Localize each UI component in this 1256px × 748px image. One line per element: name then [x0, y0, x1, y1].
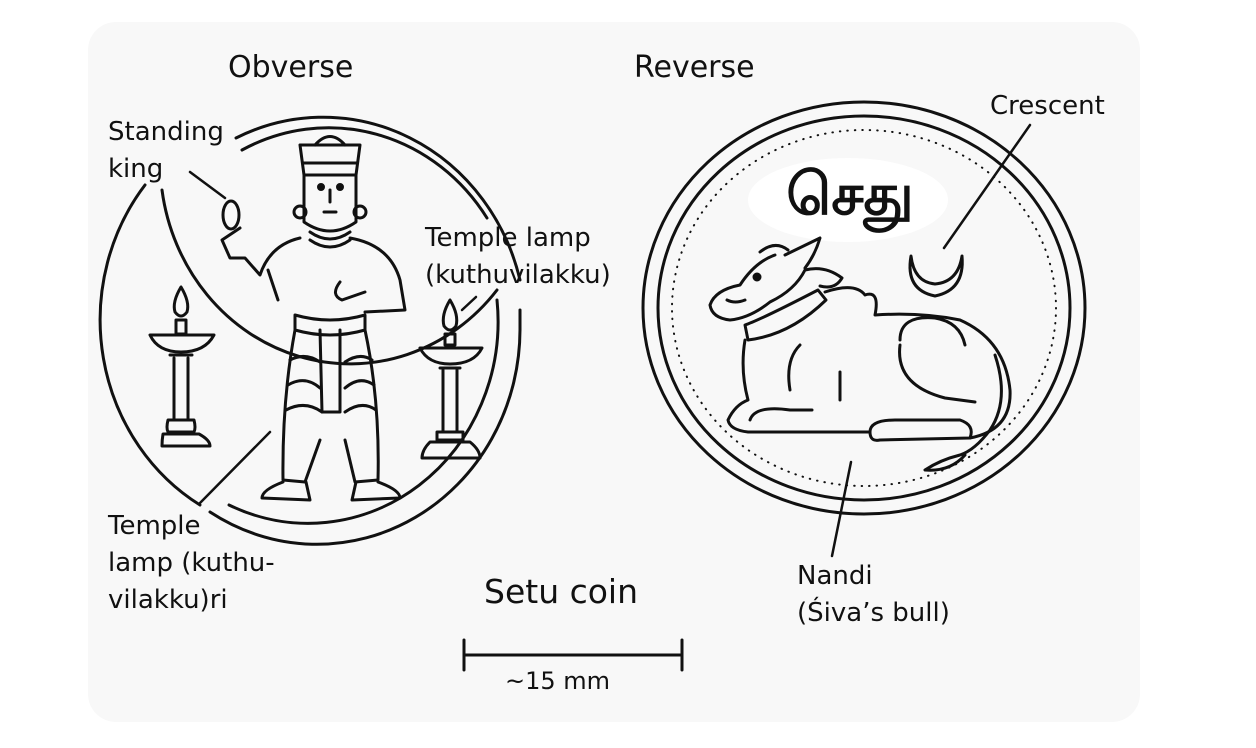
temple-lamp-left-drawing [148, 285, 216, 448]
scale-label: ~15 mm [505, 667, 611, 695]
obverse-coin [98, 115, 522, 546]
reverse-heading: Reverse [634, 50, 755, 85]
leader-temple-lamp-left [198, 430, 272, 505]
scale-bar [462, 638, 684, 672]
nandi-bull-drawing [708, 236, 1012, 472]
coin-legend-tamil: செது [786, 160, 914, 228]
leader-temple-lamp-right [460, 295, 478, 312]
standing-king-figure [220, 135, 407, 502]
label-line: vilakku)ri [108, 585, 228, 615]
label-standing-king: Standing king [108, 114, 224, 188]
label-line: (Śiva’s bull) [797, 598, 950, 628]
reverse-outer-rim [641, 100, 1087, 516]
label-line: Temple [108, 511, 201, 541]
reverse-inner-rim [656, 114, 1072, 502]
label-line: lamp (kuthu- [108, 548, 275, 578]
temple-lamp-right-drawing [418, 298, 484, 460]
label-temple-lamp-left: Temple lamp (kuthu- vilakku)ri [108, 508, 275, 619]
label-nandi: Nandi (Śiva’s bull) [797, 558, 950, 632]
obverse-outer-rim-left [98, 183, 202, 507]
crescent-drawing [908, 254, 964, 298]
label-crescent: Crescent [990, 91, 1105, 121]
obverse-heading: Obverse [228, 50, 354, 85]
label-line: (kuthuvilakku) [425, 260, 611, 290]
label-line: Temple lamp [425, 223, 591, 253]
obverse-outer-rim [208, 115, 522, 546]
label-line: Nandi [797, 561, 873, 591]
label-line: Standing [108, 117, 224, 147]
reverse-dotted-rim [671, 129, 1057, 487]
label-temple-lamp-right: Temple lamp (kuthuvilakku) [425, 220, 611, 294]
obverse-inner-rim [240, 126, 489, 220]
leader-nandi [830, 460, 853, 558]
label-line: king [108, 154, 164, 184]
leader-standing-king [188, 170, 227, 200]
leader-crescent [942, 123, 1032, 250]
caption-setu-coin: Setu coin [484, 572, 639, 611]
reverse-coin [641, 100, 1087, 558]
